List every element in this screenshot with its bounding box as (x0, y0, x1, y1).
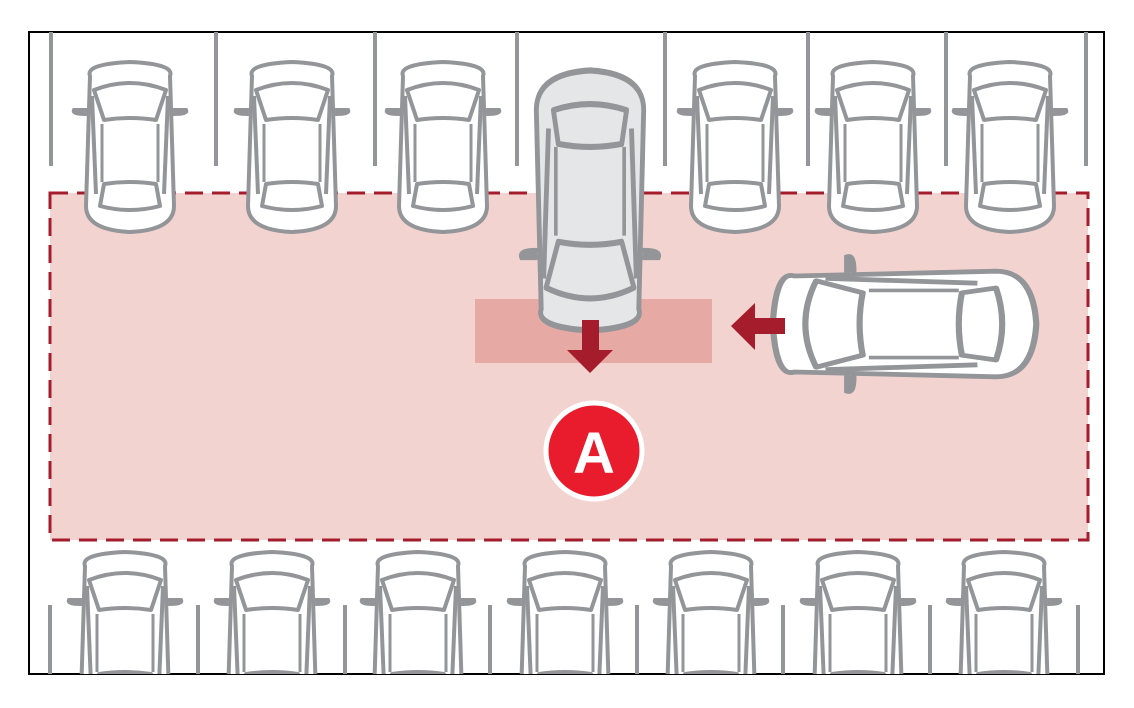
car-icon (71, 60, 189, 234)
car-icon (799, 550, 917, 674)
car-icon (233, 60, 351, 234)
car-icon (676, 60, 794, 234)
crossing-car (773, 257, 1037, 392)
car-icon (213, 550, 331, 674)
car-icon (384, 60, 502, 234)
badge-label: A (573, 421, 615, 486)
reversing-car (521, 70, 658, 330)
badge-a-icon: A (543, 400, 645, 502)
car-icon (814, 60, 932, 234)
car-icon (945, 550, 1063, 674)
car-icon (652, 550, 770, 674)
car-icon (951, 60, 1069, 234)
arrow-left-icon (731, 303, 785, 350)
top-parking-lines (49, 32, 1088, 166)
car-icon (773, 257, 1037, 392)
bottom-parking-lines (48, 605, 1080, 674)
arrow-down-icon (567, 320, 613, 373)
car-icon (506, 550, 624, 674)
car-icon (66, 550, 184, 674)
car-icon (521, 70, 658, 330)
car-icon (359, 550, 477, 674)
